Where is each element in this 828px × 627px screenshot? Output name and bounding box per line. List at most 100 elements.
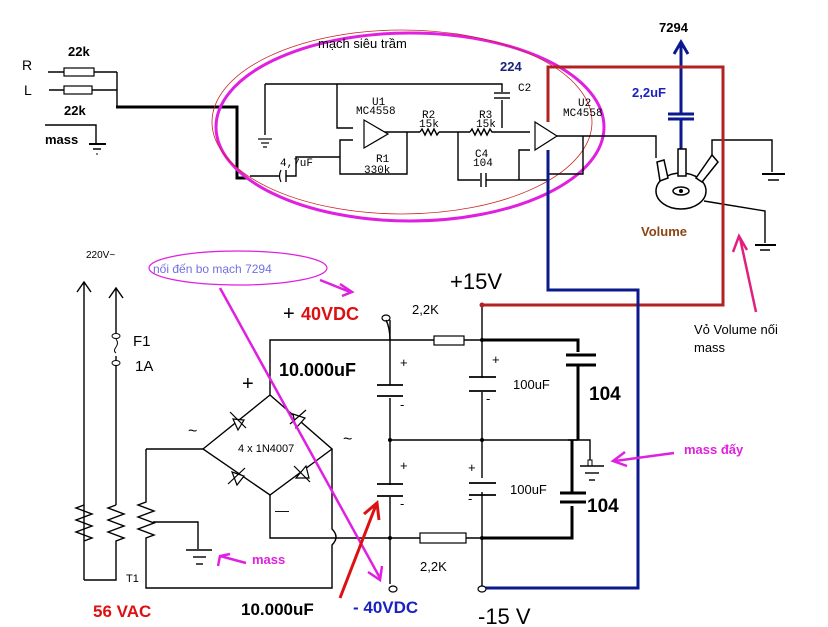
mass-input-wire <box>45 124 97 143</box>
bottom-2k2-resistor <box>419 532 467 544</box>
big-cap-bottom-arrow <box>338 500 381 599</box>
l-resistor-label: 22k <box>64 103 86 118</box>
c2-value-label: 224 <box>500 59 522 74</box>
big-capacitor-top: + - <box>377 355 408 412</box>
volume-ground-wire <box>711 139 773 172</box>
volume-potentiometer <box>655 148 719 210</box>
fuse-icon <box>111 333 121 366</box>
mains-wire-left <box>76 280 92 580</box>
top-2k2-resistor <box>433 335 465 346</box>
neg-15v-terminal <box>477 585 487 593</box>
mains-wire-right <box>108 286 124 505</box>
mass-ground-arrow <box>610 451 675 468</box>
bridge-negative-wire <box>269 495 390 539</box>
input-wires <box>48 71 118 107</box>
r-resistor-label: 22k <box>68 44 90 59</box>
fuse-rating-label: 1A <box>135 358 153 375</box>
diode-icon <box>229 411 247 432</box>
svg-text:-: - <box>400 397 404 412</box>
u1-name-label: U1 <box>372 97 386 109</box>
mains-label: 220V~ <box>86 250 115 261</box>
neg-40v-terminal <box>388 585 398 593</box>
r2-name-label: R2 <box>422 110 435 122</box>
bottom-resistor-label: 2,2K <box>420 559 447 574</box>
pos-15v-terminal <box>479 302 485 308</box>
input-bus-wire <box>116 105 248 180</box>
bridge-plus-label: + <box>242 373 254 395</box>
u2-opamp <box>534 120 559 152</box>
note-7294-arrow-neg <box>218 287 384 583</box>
note-7294-bubble <box>148 250 328 286</box>
neg-reg-label: -15 V <box>478 604 531 627</box>
transformer-primary <box>74 504 126 581</box>
r-resistor <box>63 67 95 77</box>
mass-arrow <box>216 552 247 567</box>
small-cap-bottom-label: 100uF <box>510 482 547 497</box>
subwoofer-filter-section: mạch siêu trầm 224 C2 U1 MC4558 R1 330k … <box>211 29 657 223</box>
transformer-label: T1 <box>126 573 139 585</box>
fuse-name-label: F1 <box>133 333 151 350</box>
u2-name-label: U2 <box>578 98 591 110</box>
neg-rail-label: - 40VDC <box>353 598 418 617</box>
pos-terminal-lead <box>385 319 391 341</box>
secondary-voltage-label: 56 VAC <box>93 602 151 621</box>
positive-15v-rail <box>482 65 725 307</box>
subwoofer-title: mạch siêu trầm <box>318 36 407 51</box>
distribution-wires <box>390 339 578 539</box>
u2-model-label: MC4558 <box>563 108 603 120</box>
mass-input-label: mass <box>45 132 78 147</box>
small-capacitor-top: + - <box>469 352 500 406</box>
l-resistor <box>63 85 93 95</box>
filter-wires <box>250 83 548 181</box>
subwoofer-highlight-ellipse-inner <box>211 29 593 215</box>
volume-label: Volume <box>641 224 687 239</box>
ground-icon <box>258 138 272 148</box>
big-capacitor-bottom: + - <box>377 458 408 511</box>
svg-text:+: + <box>400 458 408 473</box>
ceramic-cap-bottom-label: 104 <box>587 496 619 517</box>
volume-note-line2: mass <box>694 340 726 355</box>
center-ground-wire <box>568 439 591 460</box>
c4-name-label: C4 <box>475 149 489 161</box>
l-input-label: L <box>24 82 32 98</box>
volume-note-arrow <box>731 233 758 313</box>
r3-name-label: R3 <box>479 110 492 122</box>
ceramic-capacitor-bottom <box>560 491 586 504</box>
ground-icon <box>186 549 212 565</box>
mass-ground-label: mass đấy <box>684 442 744 457</box>
note-7294-arrow-pos <box>319 278 355 298</box>
r3-value-label: 15k <box>476 119 496 131</box>
c2-name-label: C2 <box>518 83 531 95</box>
svg-text:-: - <box>468 491 472 506</box>
negative-15v-rail <box>482 150 640 590</box>
ac-symbol-right: ~ <box>343 431 352 448</box>
ceramic-capacitor-top <box>566 353 596 367</box>
c4-capacitor <box>480 173 487 187</box>
small-cap-top-label: 100uF <box>513 377 550 392</box>
pos-reg-label: +15V <box>450 269 502 294</box>
svg-text:+: + <box>400 355 408 370</box>
note-7294-label: nối đến bo mạch 7294 <box>153 262 272 276</box>
input-capacitor <box>278 169 287 183</box>
coupling-cap-label: 2,2uF <box>632 85 666 100</box>
u1-opamp <box>363 118 390 150</box>
output-target-label: 7294 <box>659 20 689 35</box>
r1-name-label: R1 <box>376 154 390 166</box>
c2-capacitor <box>494 92 510 99</box>
r1-value-label: 330k <box>364 165 391 177</box>
small-capacitor-bottom: + - <box>468 460 496 506</box>
subwoofer-highlight-ellipse <box>214 31 606 223</box>
pos-rail-label: 40VDC <box>301 304 359 324</box>
c4-value-label: 104 <box>473 158 493 170</box>
big-cap-bottom-label: 10.000uF <box>241 600 314 619</box>
bridge-label: 4 x 1N4007 <box>238 443 294 455</box>
r3-resistor <box>469 127 494 137</box>
u2-output-wire <box>548 135 657 175</box>
r2-resistor <box>419 127 440 137</box>
ac-symbol-left: ~ <box>188 423 197 440</box>
ground-icon <box>755 244 776 251</box>
svg-text:+: + <box>492 352 500 367</box>
r-input-label: R <box>22 57 32 73</box>
u1-model-label: MC4558 <box>356 106 396 118</box>
